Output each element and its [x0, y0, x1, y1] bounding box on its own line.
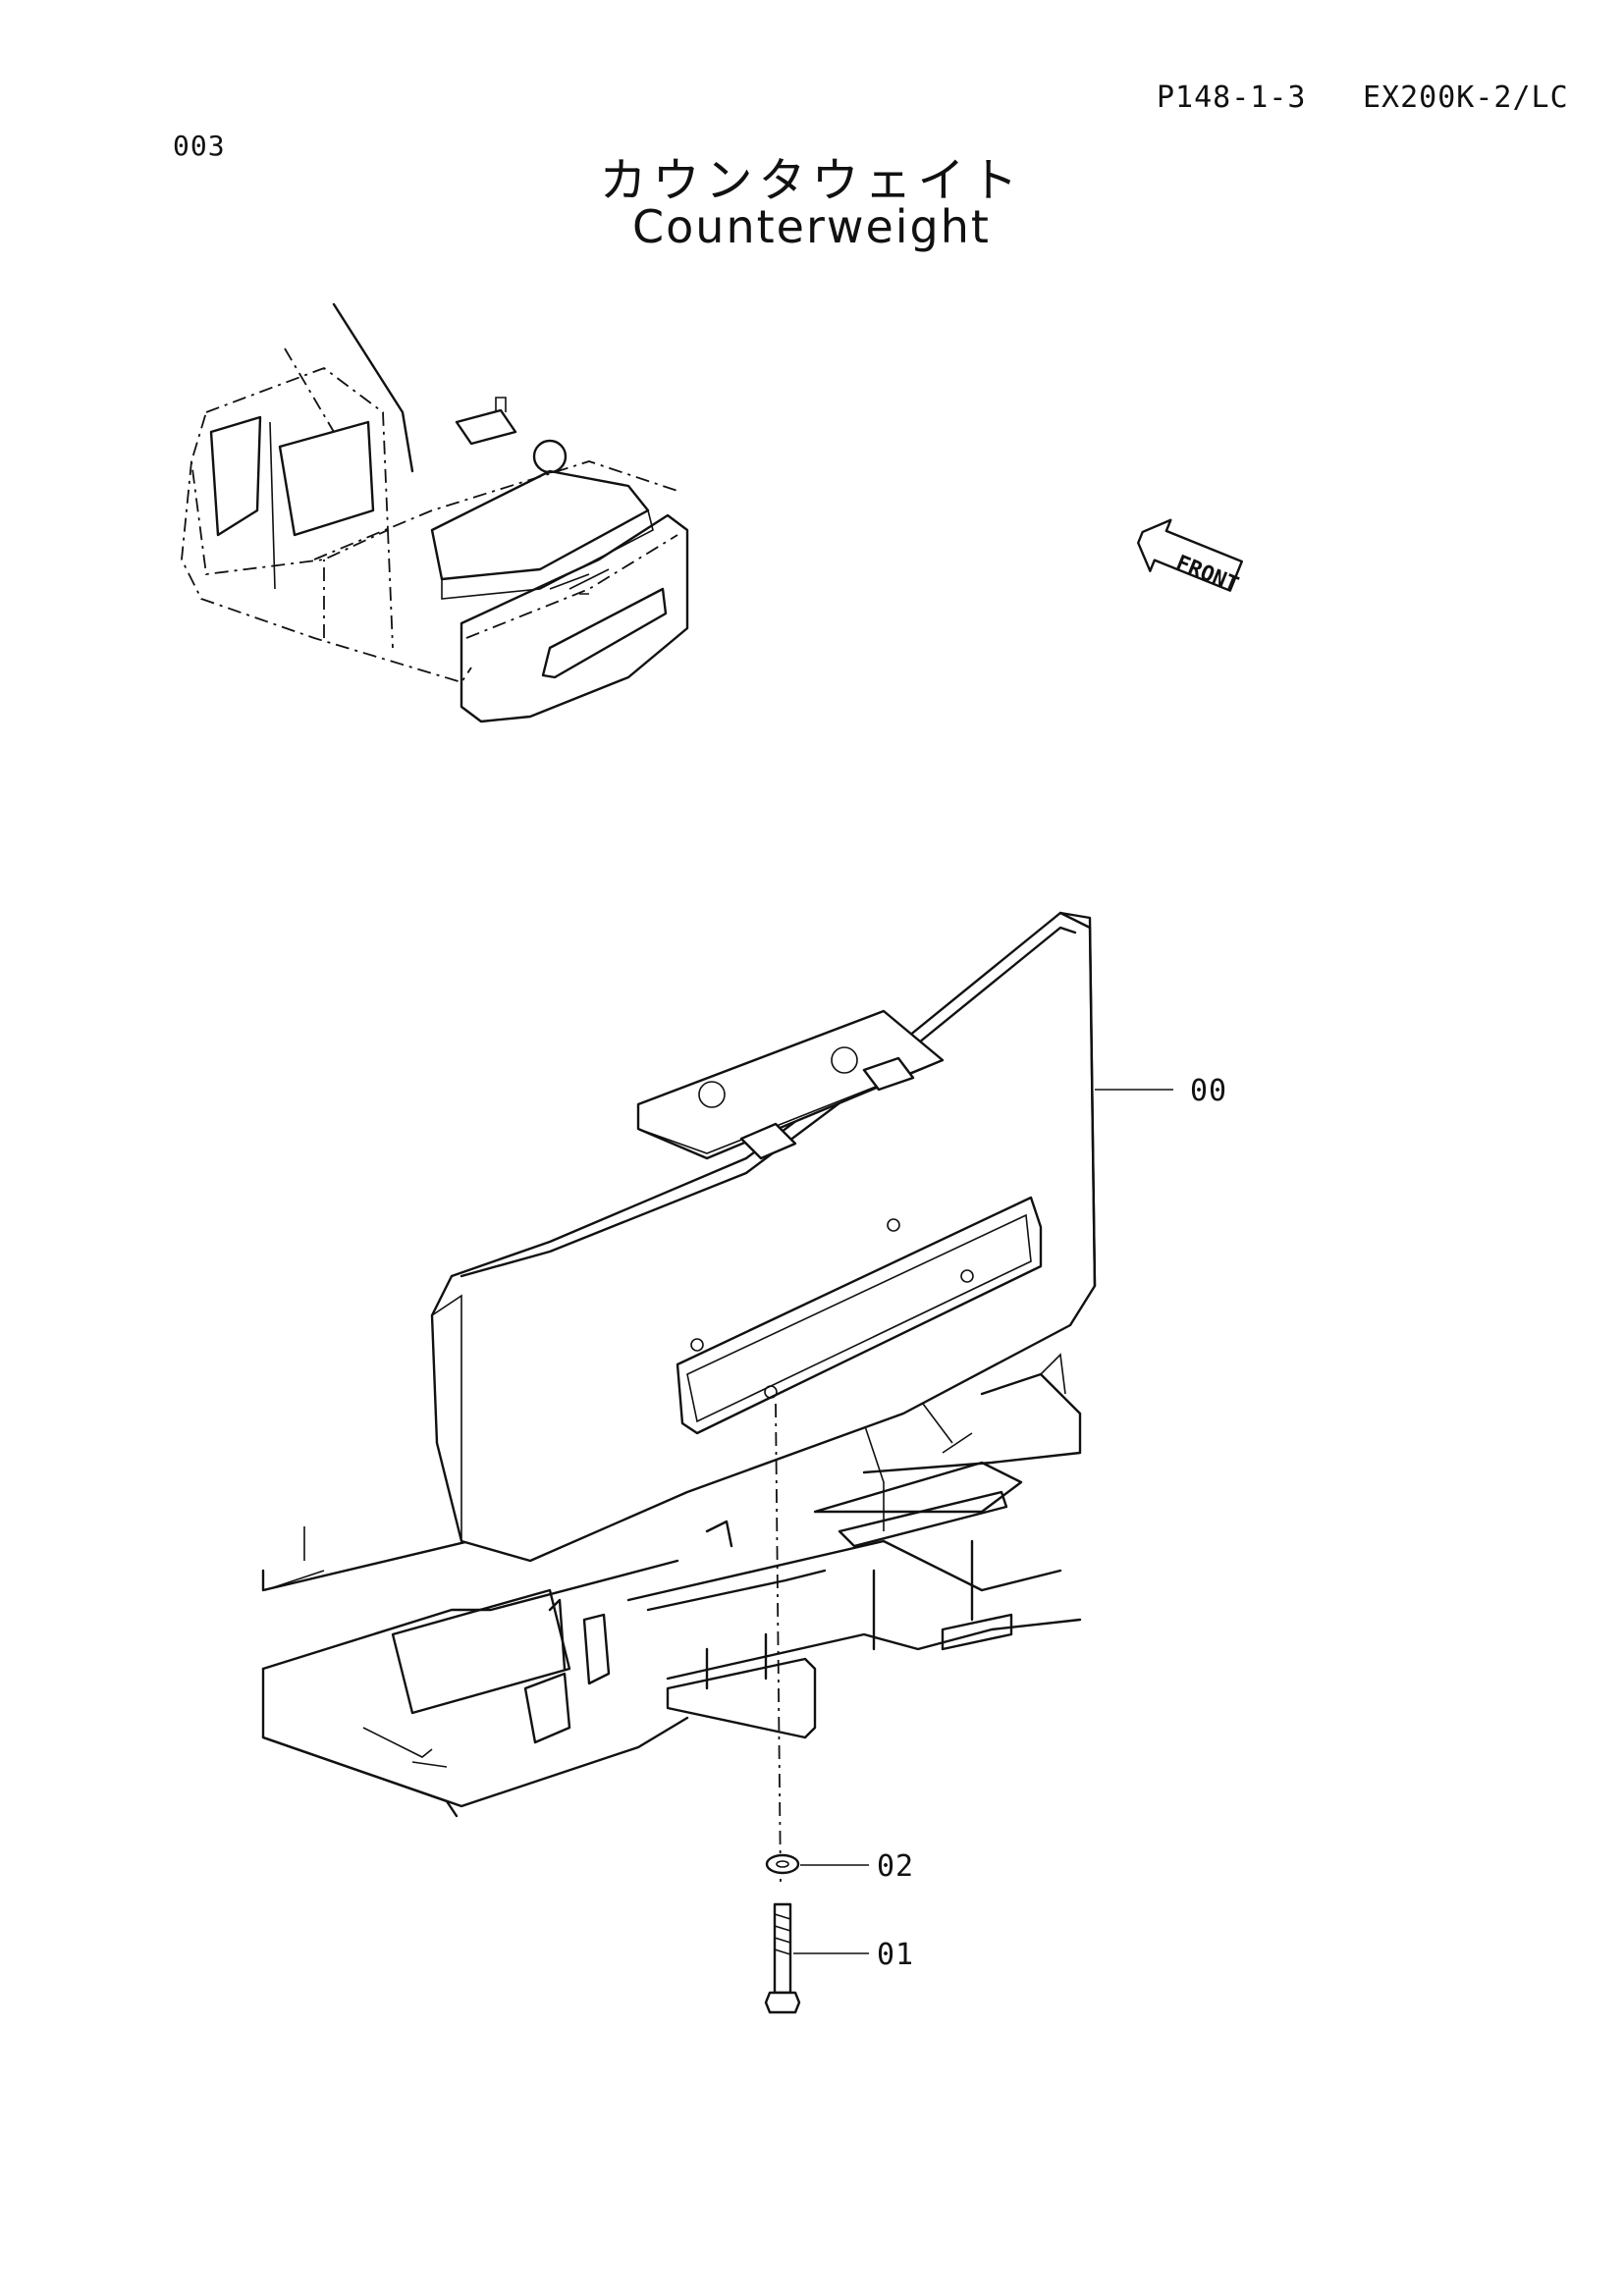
callout-label-00: 00 [1190, 1074, 1228, 1108]
title-english: Counterweight [632, 200, 991, 253]
callout-label-01: 01 [877, 1938, 915, 1972]
upperstructure-frame [261, 1353, 1082, 1818]
bolt-part [764, 1902, 801, 2014]
page-code: P148-1-3 [1157, 80, 1307, 115]
callout-label-02: 02 [877, 1849, 915, 1884]
assembly-center-line [775, 1403, 782, 1886]
counterweight-part [430, 911, 1097, 1563]
model-code: EX200K-2/LC [1363, 80, 1569, 115]
front-direction-arrow: FRONT [1137, 518, 1244, 598]
section-number: 003 [173, 130, 226, 162]
excavator-overview-illustration [181, 302, 689, 723]
title-japanese: カウンタウェイト [599, 153, 1024, 208]
washer-part [765, 1853, 800, 1875]
